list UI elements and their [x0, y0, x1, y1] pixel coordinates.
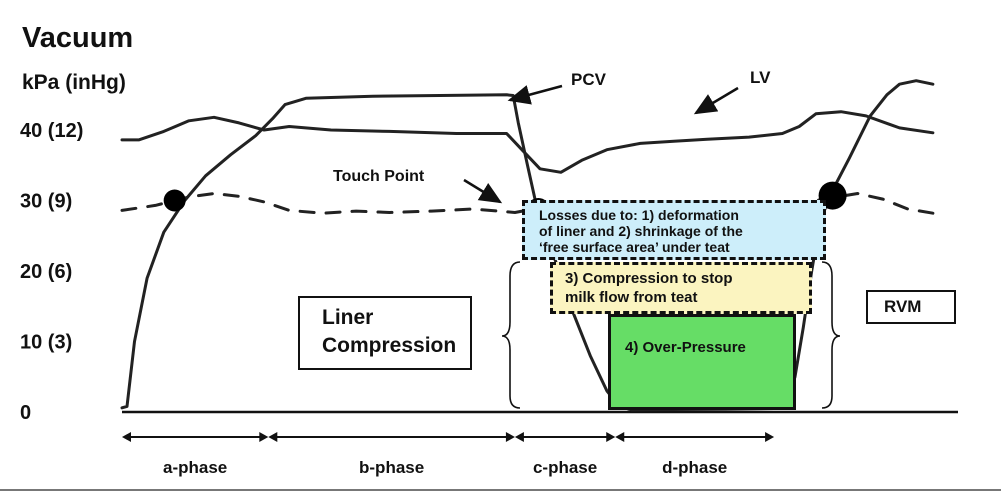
liner-compression-line-2: Compression [322, 334, 457, 357]
liner-compression-box: Liner Compression [298, 296, 472, 370]
pcv-label: PCV [571, 70, 607, 89]
phase-arrow-right-0 [259, 432, 269, 442]
y-axis-label: kPa (inHg) [22, 71, 126, 94]
series-line-mouthpiece-chamber-vacuum [120, 192, 935, 215]
y-tick-label-0: 40 (12) [20, 120, 83, 142]
marker-point-1 [163, 189, 186, 212]
y-tick-label-2: 20 (6) [20, 261, 72, 283]
over-pressure-label: 4) Over-Pressure [625, 339, 746, 356]
y-tick-label-1: 30 (9) [20, 191, 72, 213]
rvm-brace [821, 261, 841, 409]
phase-arrow-left-3 [615, 432, 625, 442]
losses-text-line-2: of liner and 2) shrinkage of the [539, 223, 743, 239]
phase-arrow-left-0 [122, 432, 131, 442]
phase-arrow-right-3 [765, 432, 775, 442]
series-line-lv [120, 110, 935, 174]
phase-label-3: d-phase [662, 458, 727, 477]
chart-title: Vacuum [22, 22, 133, 54]
losses-region: Losses due to: 1) deformation of liner a… [522, 200, 826, 260]
losses-text-line-1: Losses due to: 1) deformation [539, 207, 739, 223]
pcv-arrow [507, 84, 563, 105]
y-tick-labels: 40 (12) 30 (9) 20 (6) 10 (3) 0 [20, 120, 83, 424]
compression-region: 3) Compression to stop milk flow from te… [550, 262, 812, 314]
losses-text-line-3: ‘free surface area’ under teat [539, 239, 730, 255]
phase-arrow-right-2 [606, 432, 616, 442]
y-tick-label-3: 10 (3) [20, 332, 72, 354]
touch-point-label: Touch Point [333, 168, 425, 185]
rvm-box: RVM [866, 290, 956, 324]
lv-label: LV [750, 68, 771, 87]
over-pressure-region: 4) Over-Pressure [608, 314, 796, 410]
compression-text-line-1: 3) Compression to stop [565, 270, 733, 287]
phase-axis: a-phase b-phase c-phase d-phase [122, 432, 775, 477]
lv-arrow [693, 86, 739, 115]
phase-arrow-right-1 [505, 432, 515, 442]
phase-arrow-left-1 [268, 432, 278, 442]
compression-text-line-2: milk flow from teat [565, 289, 698, 306]
liner-compression-line-1: Liner [322, 306, 374, 329]
liner-compression-brace [501, 261, 521, 409]
touch-point-arrow [463, 178, 503, 204]
phase-label-1: b-phase [359, 458, 424, 477]
bottom-divider [0, 489, 1001, 491]
phase-arrow-left-2 [514, 432, 524, 442]
rvm-label: RVM [884, 297, 922, 316]
phase-label-2: c-phase [533, 458, 597, 477]
phase-label-0: a-phase [163, 458, 227, 477]
y-tick-label-4: 0 [20, 402, 31, 424]
